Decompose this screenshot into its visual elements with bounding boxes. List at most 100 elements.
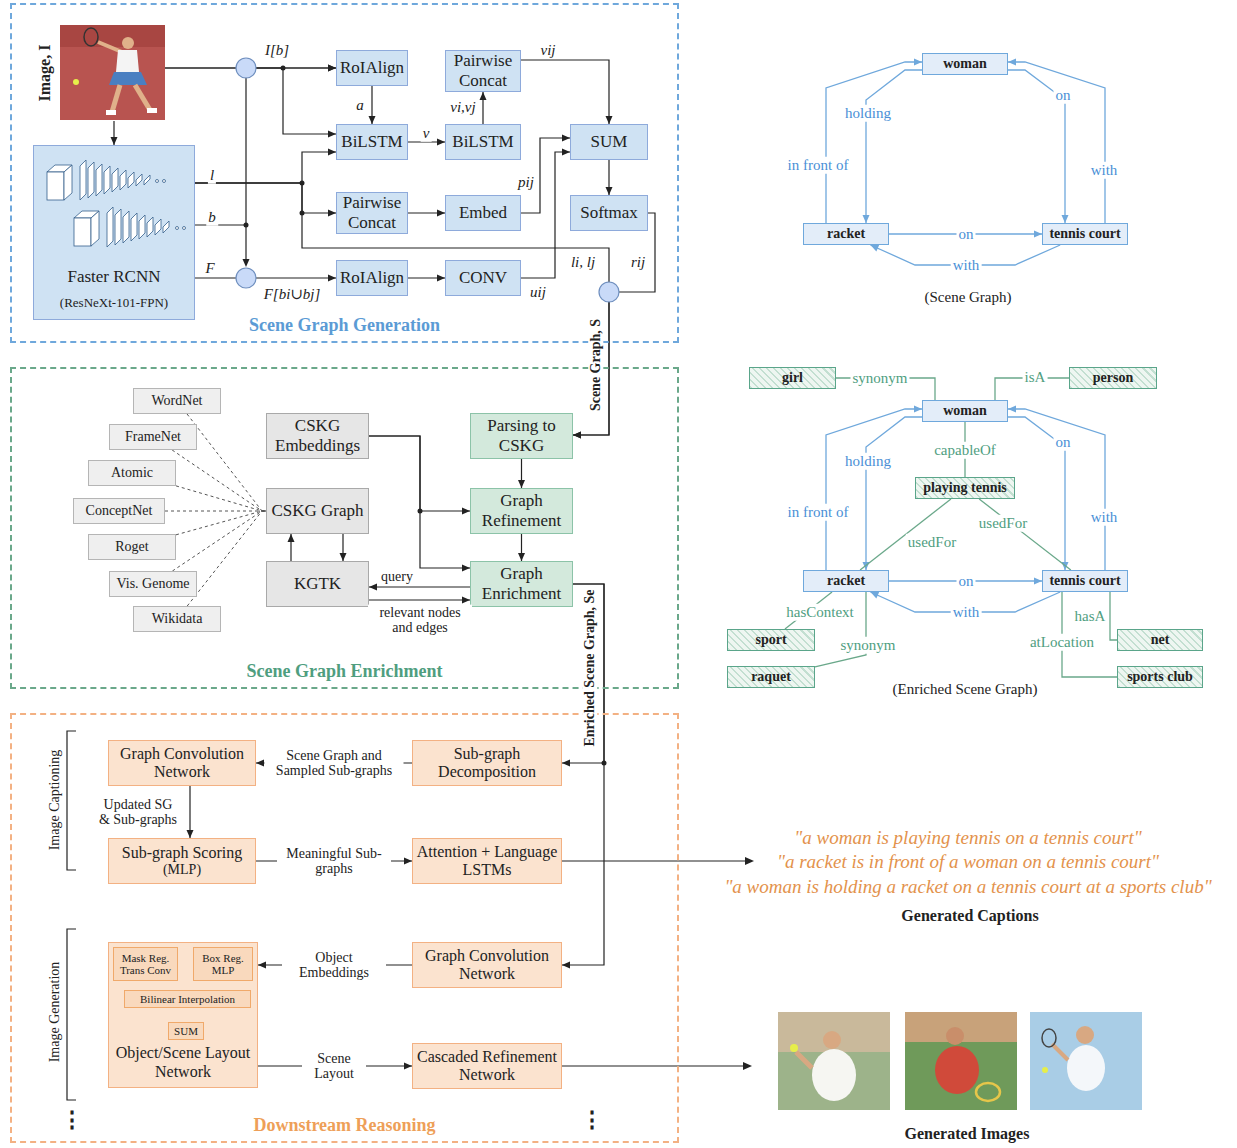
network-sketch [147,217,153,237]
free-label: Generated Images [903,1125,1032,1143]
connector [176,486,266,511]
free-label: li, lj [569,254,597,271]
input-photo [60,25,165,120]
connector [518,534,525,561]
arrow-head [480,92,487,100]
arrow-head [369,116,376,124]
network-sketch [155,219,161,235]
connector-line [187,511,266,606]
input-photo [116,50,139,72]
connector [176,511,266,535]
free-label: "a woman is playing tennis on a tennis c… [792,828,1143,849]
junction-dot [418,509,423,514]
connector [369,86,376,124]
arrow-head [437,210,445,217]
free-label: (Enriched Scene Graph) [891,681,1040,698]
source-box: Roget [88,534,176,560]
merge-circle [599,282,619,302]
process-box: BiLSTM [445,124,521,160]
node-text: tennis court [1049,226,1120,242]
process-box: Embed [445,195,521,231]
concept-node: sports club [1117,666,1203,688]
node-text: Downstream Reasoning [12,1115,677,1136]
process-box: Sub-graph Decomposition [412,740,562,786]
network-sketch [88,162,94,198]
generated-image [946,1027,964,1045]
generated-image [1076,1026,1094,1044]
graph-node: woman [922,53,1008,75]
arrow-head [518,480,525,488]
detector-box: Faster RCNN (ResNeXt-101-FPN) [33,145,195,320]
node-text: RoIAlign [340,268,404,288]
arrow-head [369,584,377,591]
node-text: CONV [459,268,507,288]
generated-image [778,1012,1142,1110]
source-box: WordNet [133,388,221,414]
network-sketch [104,166,110,194]
connector-line [369,599,470,600]
process-box: Graph Refinement [470,488,573,534]
edge-label: vij [539,42,558,59]
edge-label: capableOf [932,442,998,459]
edge-label: l [208,167,216,184]
junction-dot [281,66,286,71]
network-sketch [112,168,118,192]
detector-backdrop [33,145,195,320]
node-subtext: (ResNeXt-101-FPN) [60,296,168,311]
network-sketch [91,211,99,246]
junction-dot [244,66,607,766]
edge-label: synonym [850,370,909,387]
input-photo [106,110,116,115]
feature-line [245,225,246,260]
graph-node: racket [803,223,889,245]
edge-label: usedFor [906,534,958,551]
process-box: BiLSTM [336,124,408,160]
arrow-head [562,149,570,156]
edge-label: on [1054,87,1073,104]
node-text: Scene Graph Generation [12,315,677,336]
arrow-head [606,116,613,124]
arrow-head [462,565,470,572]
generated-image [905,1012,1017,1110]
edge-label: Meaningful Sub-graphs [277,846,391,877]
connector-line [369,436,470,568]
graph-node: tennis court [1042,223,1128,245]
edge-label: uij [528,284,548,301]
node-text: SUM [591,132,628,152]
connector [369,436,470,572]
generated-image [935,1046,979,1094]
node-text: Graph Refinement [474,491,569,530]
process-box: Parsing to CSKG [470,413,573,459]
free-label: ⋮ [59,1108,85,1132]
edge-label: I[b] [263,42,291,59]
node-text: Faster RCNN [67,267,160,287]
process-box: Mask Reg. Trans Conv [113,947,178,981]
edge-label: on [957,226,976,243]
arrow-head [462,597,470,604]
node-text: woman [943,403,987,419]
network-sketch [156,180,159,183]
node-text: Graph Convolution Network [416,947,558,984]
node-subtext: (MLP) [163,862,201,878]
edge-label: hasA [1073,608,1108,625]
connector [187,511,266,606]
edge-label: on [1054,434,1073,451]
arrow-head [562,135,570,142]
network-sketch [96,164,102,196]
connector [187,414,266,511]
node-text: BiLSTM [452,132,513,152]
graph-node: woman [922,400,1008,422]
network-sketch [131,213,137,241]
source-box: Vis. Genome [109,571,197,597]
generated-image [976,1083,1000,1101]
edge-label: Updated SG & Sub-graphs [96,797,180,828]
process-box: SUM [570,124,648,160]
connector-line [369,586,470,587]
process-box: Softmax [570,195,648,231]
node-text: FrameNet [125,429,181,445]
node-text: Mask Reg. Trans Conv [116,952,175,976]
edge-label: isA [1023,369,1048,386]
node-text: net [1151,632,1170,648]
node-text: Embed [459,203,507,223]
free-label: Image Generation [47,960,62,1065]
